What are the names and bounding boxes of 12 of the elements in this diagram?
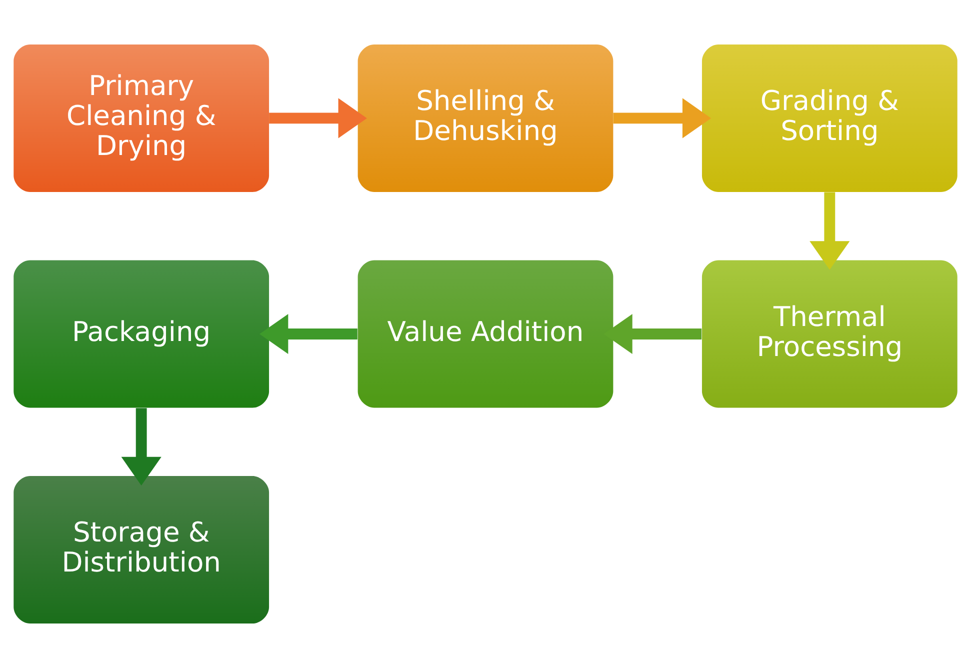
arrow (613, 98, 712, 138)
arrow (121, 408, 162, 486)
node-box: Shelling & Dehusking (358, 44, 614, 192)
arrow (269, 98, 367, 138)
node-box: Thermal Processing (702, 260, 958, 408)
arrow (810, 192, 850, 270)
node-box: Grading & Sorting (702, 44, 958, 192)
node-box: Primary Cleaning & Drying (14, 44, 270, 192)
node-box: Value Addition (358, 260, 614, 408)
node-box: Storage & Distribution (14, 476, 270, 624)
arrow (260, 314, 358, 354)
node-box: Packaging (14, 260, 270, 408)
